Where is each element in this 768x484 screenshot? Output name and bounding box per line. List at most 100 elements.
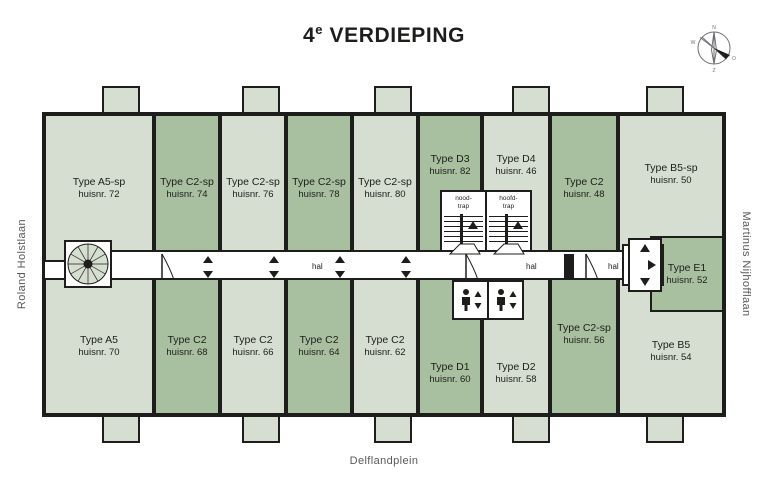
person-icon xyxy=(461,289,470,311)
unit-huisnr: huisnr. 68 xyxy=(166,347,208,359)
compass-rose: N O Z W xyxy=(686,18,742,74)
person-icon xyxy=(496,289,505,311)
unit-bottom-c2-68[interactable]: Type C2 huisnr. 68 xyxy=(154,278,220,415)
door-arrow-down-3 xyxy=(335,271,345,278)
e1-entry-arrows xyxy=(640,244,656,286)
unit-type: Type B5-sp xyxy=(644,161,698,174)
corridor-door-leaves xyxy=(161,253,599,281)
stair-landing-wedges xyxy=(448,243,525,255)
unit-huisnr: huisnr. 82 xyxy=(429,165,471,177)
unit-type: Type C2-sp xyxy=(557,322,611,334)
elevator-left[interactable] xyxy=(454,282,489,318)
stair-label-hoofd-line1: hoofd- xyxy=(499,195,518,202)
unit-bottom-c2-62[interactable]: Type C2 huisnr. 62 xyxy=(352,278,418,415)
spiral-staircase xyxy=(64,240,112,288)
balcony-top-4 xyxy=(512,86,550,114)
svg-text:W: W xyxy=(691,40,696,46)
door-arrow-up-3 xyxy=(335,256,345,263)
title-floor-number: 4 xyxy=(302,24,316,47)
unit-huisnr: huisnr. 46 xyxy=(495,165,537,177)
stair-label-hoofd-line2: trap xyxy=(502,203,515,210)
svg-text:O: O xyxy=(732,56,736,62)
unit-type: Type C2 xyxy=(365,334,405,346)
unit-bottom-c2-64[interactable]: Type C2 huisnr. 64 xyxy=(286,278,352,415)
balcony-bottom-1 xyxy=(102,415,140,443)
unit-type: Type E1 xyxy=(667,261,707,274)
door-arrow-down-4 xyxy=(401,271,411,278)
unit-huisnr: huisnr. 56 xyxy=(563,335,605,347)
unit-huisnr: huisnr. 76 xyxy=(232,188,274,200)
unit-huisnr: huisnr. 50 xyxy=(650,174,692,186)
elevator-arrows-icon xyxy=(509,291,516,309)
stair-spine-nood xyxy=(460,214,463,248)
door-arrow-up-1 xyxy=(203,256,213,263)
door-arrow-down-1 xyxy=(203,271,213,278)
unit-huisnr: huisnr. 62 xyxy=(364,347,406,359)
unit-huisnr: huisnr. 72 xyxy=(78,188,120,200)
svg-text:N: N xyxy=(712,25,716,31)
corridor-hal: hal hal hal xyxy=(64,250,664,281)
stair-spine-hoofd xyxy=(505,214,508,248)
hal-label-3: hal xyxy=(608,262,619,271)
stairwell-core: nood- trap hoofd- trap xyxy=(440,190,532,252)
unit-type: Type A5-sp xyxy=(72,175,126,188)
elevator-core[interactable] xyxy=(452,280,524,320)
balcony-top-3 xyxy=(374,86,412,114)
stair-label-nood-line1: nood- xyxy=(455,195,472,202)
balcony-bottom-2 xyxy=(242,415,280,443)
unit-huisnr: huisnr. 52 xyxy=(666,274,708,286)
unit-type: Type D2 xyxy=(496,361,536,373)
e1-entry-stub xyxy=(628,238,662,292)
door-arrow-up-2 xyxy=(269,256,279,263)
street-label-delflandplein: Delflandplein xyxy=(349,455,419,467)
unit-type: Type C2-sp xyxy=(292,175,346,188)
unit-type: Type C2 xyxy=(299,334,339,346)
unit-top-c2-sp-76[interactable]: Type C2-sp huisnr. 76 xyxy=(220,114,286,262)
unit-type: Type B5 xyxy=(651,339,691,351)
unit-top-c2-sp-78[interactable]: Type C2-sp huisnr. 78 xyxy=(286,114,352,262)
door-arrow-up-4 xyxy=(401,256,411,263)
unit-huisnr: huisnr. 54 xyxy=(650,352,692,364)
stair-steps-nood xyxy=(444,216,483,246)
title-rest: VERDIEPING xyxy=(323,24,466,47)
unit-huisnr: huisnr. 66 xyxy=(232,347,274,359)
unit-huisnr: huisnr. 78 xyxy=(298,188,340,200)
stair-label-nood-line2: trap xyxy=(457,203,470,210)
balcony-bottom-4 xyxy=(512,415,550,443)
unit-top-c2-sp-80[interactable]: Type C2-sp huisnr. 80 xyxy=(352,114,418,262)
unit-huisnr: huisnr. 64 xyxy=(298,347,340,359)
elevator-arrows-icon xyxy=(474,291,481,309)
balcony-bottom-3 xyxy=(374,415,412,443)
unit-huisnr: huisnr. 70 xyxy=(78,347,120,359)
floorplan-drawing: Type A5-sp huisnr. 72 Type C2-sp huisnr.… xyxy=(42,86,726,443)
hal-label-2: hal xyxy=(526,262,537,271)
unit-huisnr: huisnr. 48 xyxy=(563,188,605,200)
unit-type: Type C2-sp xyxy=(358,175,412,188)
unit-type: Type C2-sp xyxy=(160,175,214,188)
unit-type: Type A5 xyxy=(80,334,118,346)
page-title: 4e VERDIEPING xyxy=(0,22,768,48)
unit-type: Type C2 xyxy=(564,175,604,188)
unit-huisnr: huisnr. 58 xyxy=(495,374,537,386)
unit-bottom-a5-70[interactable]: Type A5 huisnr. 70 xyxy=(44,278,154,415)
title-ordinal-suffix: e xyxy=(315,22,324,37)
stair-steps-hoofd xyxy=(489,216,528,246)
unit-bottom-d1-60[interactable]: Type D1 huisnr. 60 xyxy=(418,278,482,415)
unit-bottom-c2-sp-56[interactable]: Type C2-sp huisnr. 56 xyxy=(550,278,618,415)
unit-top-c2-48[interactable]: Type C2 huisnr. 48 xyxy=(550,114,618,262)
unit-top-a5-sp-72[interactable]: Type A5-sp huisnr. 72 xyxy=(44,114,154,262)
balcony-bottom-5 xyxy=(646,415,684,443)
unit-top-c2-sp-74[interactable]: Type C2-sp huisnr. 74 xyxy=(154,114,220,262)
stair-direction-arrow-nood xyxy=(468,221,478,229)
stair-direction-arrow-hoofd xyxy=(513,221,523,229)
balcony-top-2 xyxy=(242,86,280,114)
elevator-right[interactable] xyxy=(489,282,522,318)
unit-type: Type D4 xyxy=(496,152,536,165)
unit-bottom-c2-66[interactable]: Type C2 huisnr. 66 xyxy=(220,278,286,415)
unit-type: Type C2 xyxy=(167,334,207,346)
hal-label-1: hal xyxy=(312,262,323,271)
unit-type: Type D1 xyxy=(430,361,470,373)
unit-huisnr: huisnr. 74 xyxy=(166,188,208,200)
unit-huisnr: huisnr. 60 xyxy=(429,374,471,386)
